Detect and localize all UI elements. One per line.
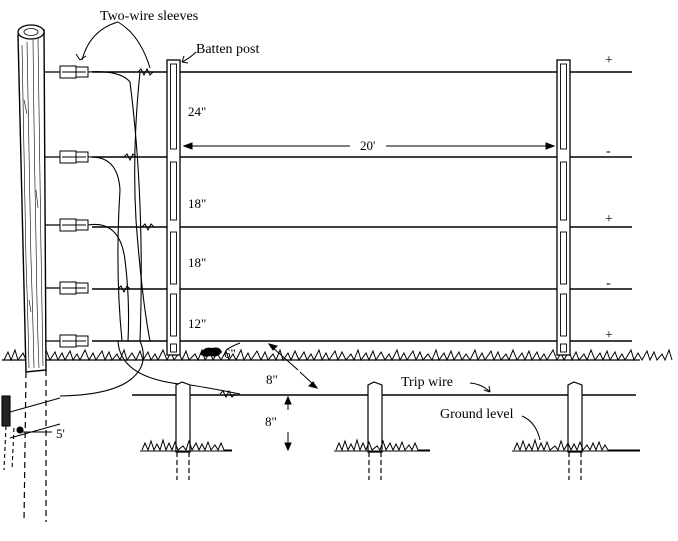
insulator-3: [59, 218, 89, 232]
dim-trip-height: 8": [265, 414, 277, 429]
dim-batten-spacing: 20': [360, 138, 375, 153]
insulator-1: [59, 65, 89, 79]
grass-tufts: [140, 438, 640, 452]
dimension-arrows: [182, 142, 556, 452]
label-two-wire-sleeves: Two-wire sleeves: [100, 9, 198, 24]
ground-rod-brace: [1, 395, 61, 471]
batten-post-left: [166, 59, 181, 356]
insulator-5: [59, 334, 89, 348]
label-trip-wire: Trip wire: [401, 375, 453, 390]
polarity-5: +: [605, 328, 613, 343]
trip-post-1: [175, 381, 191, 480]
leader-lines: [75, 21, 541, 441]
trip-post-3: [567, 381, 583, 480]
dim-ground-clearance: 6": [224, 346, 236, 361]
dim-spacing-2: 18": [188, 196, 206, 211]
polarity-1: +: [605, 53, 613, 68]
dim-spacing-3: 18": [188, 255, 206, 270]
trip-post-2: [367, 381, 383, 480]
small-animal: [200, 347, 222, 357]
label-batten-post: Batten post: [196, 42, 259, 57]
fence-wires: [92, 71, 632, 342]
insulators: [59, 65, 89, 348]
insulator-2: [59, 150, 89, 164]
insulator-4: [59, 281, 89, 295]
dim-post-depth: 5': [56, 426, 65, 441]
polarity-3: +: [605, 212, 613, 227]
dim-spacing-top: 24": [188, 104, 206, 119]
dim-trip-offset: 8": [266, 372, 278, 387]
polarity-4: -: [606, 276, 611, 291]
batten-post-right: [556, 59, 571, 356]
label-ground-level: Ground level: [440, 407, 514, 422]
ground-grass: [2, 348, 673, 362]
jumper-wires: [59, 71, 241, 397]
corner-post: [17, 24, 47, 523]
polarity-2: -: [606, 144, 611, 159]
trip-posts: [175, 381, 583, 480]
wire-twists: [117, 67, 236, 399]
dim-spacing-bottom: 12": [188, 316, 206, 331]
